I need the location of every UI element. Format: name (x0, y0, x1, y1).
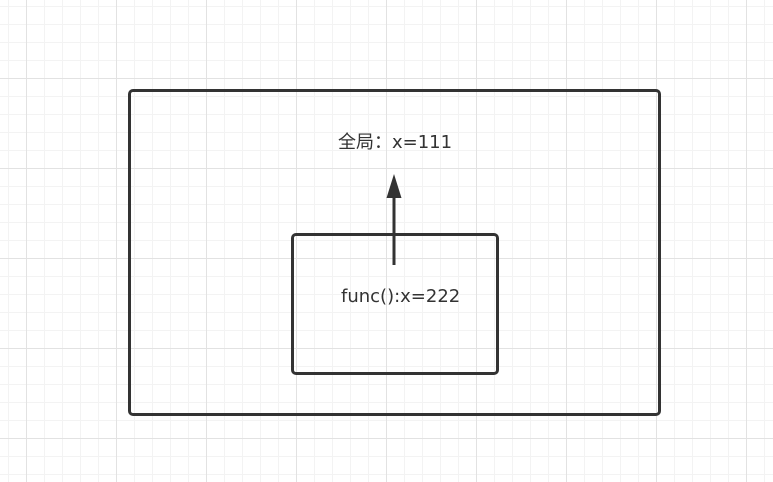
global-scope-label: 全局：x=111 (338, 132, 453, 153)
global-scope-box (128, 89, 661, 416)
arrow-head (386, 174, 402, 198)
function-scope-label: func():x=222 (341, 286, 461, 307)
